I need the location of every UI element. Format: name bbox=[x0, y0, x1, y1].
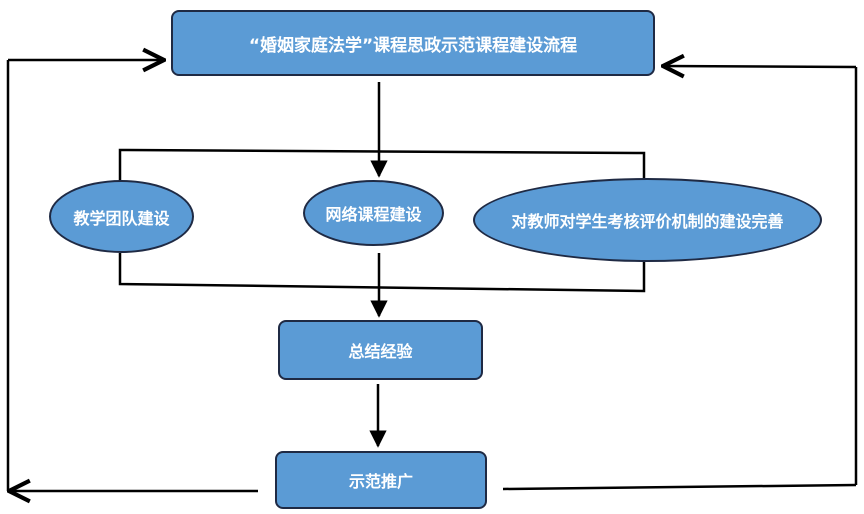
right-promotion-line bbox=[502, 483, 857, 491]
network-course-label: 网络课程建设 bbox=[325, 205, 422, 224]
title-text: “婚姻家庭法学”课程思政示范课程建设流程 bbox=[248, 35, 578, 56]
top-bracket bbox=[118, 148, 646, 182]
arrow-right-loop-to-title bbox=[663, 66, 857, 67]
team-building-label: 教学团队建设 bbox=[73, 208, 170, 228]
promotion-box: 示范推广 bbox=[275, 451, 487, 509]
summary-label: 总结经验 bbox=[348, 342, 413, 361]
evaluation-mechanism-label: 对教师对学生考核评价机制的建设完善 bbox=[511, 212, 784, 231]
promotion-label: 示范推广 bbox=[348, 472, 413, 491]
title-box: “婚姻家庭法学”课程思政示范课程建设流程 bbox=[171, 10, 655, 76]
bottom-bracket bbox=[118, 253, 646, 293]
summary-box: 总结经验 bbox=[278, 320, 483, 380]
network-course-node: 网络课程建设 bbox=[303, 180, 444, 246]
evaluation-mechanism-node: 对教师对学生考核评价机制的建设完善 bbox=[473, 178, 822, 262]
team-building-node: 教学团队建设 bbox=[49, 180, 194, 253]
